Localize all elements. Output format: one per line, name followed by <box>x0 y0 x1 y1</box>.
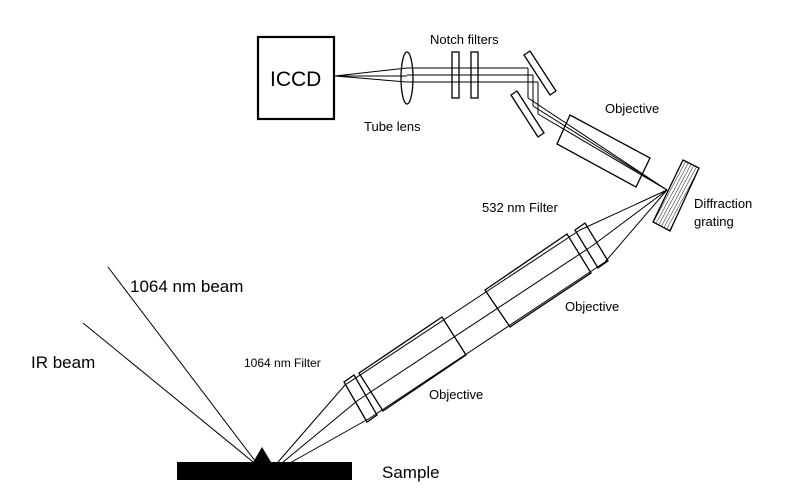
iccd-detector <box>256 35 336 121</box>
filter-532nm <box>574 222 609 269</box>
beam-1064nm <box>107 266 263 471</box>
collection-beams <box>264 189 668 478</box>
notch-filter-2 <box>470 51 479 99</box>
focus-spot <box>252 447 271 464</box>
filter-1064nm-label: 1064 nm Filter <box>244 356 321 370</box>
tube-lens <box>400 51 414 105</box>
beam-ir <box>82 322 259 467</box>
grating-label-2: grating <box>694 214 734 229</box>
objective-lower-label: Objective <box>429 387 483 402</box>
sample <box>177 462 352 480</box>
detector-beams <box>334 67 539 114</box>
beam-ir-label: IR beam <box>31 353 95 372</box>
objective-upper-label: Objective <box>605 101 659 116</box>
grating-beams-upper <box>527 97 668 191</box>
notch-filters-label: Notch filters <box>430 32 499 47</box>
iccd-label: ICCD <box>270 68 321 91</box>
objective-upper <box>556 114 651 188</box>
filter-532nm-label: 532 nm Filter <box>482 200 559 215</box>
beam-1064nm-label: 1064 nm beam <box>130 277 243 296</box>
mirror-bottom <box>510 90 545 138</box>
objective-lower <box>358 316 467 412</box>
objective-middle <box>484 233 592 328</box>
mirror-top <box>523 50 557 96</box>
sample-label: Sample <box>382 463 440 482</box>
tube-lens-label: Tube lens <box>364 119 421 134</box>
objective-middle-label: Objective <box>565 299 619 314</box>
grating-label-1: Diffraction <box>694 196 752 211</box>
notch-filter-1 <box>451 51 460 99</box>
filter-1064nm <box>343 374 378 423</box>
diffraction-grating <box>652 159 700 232</box>
